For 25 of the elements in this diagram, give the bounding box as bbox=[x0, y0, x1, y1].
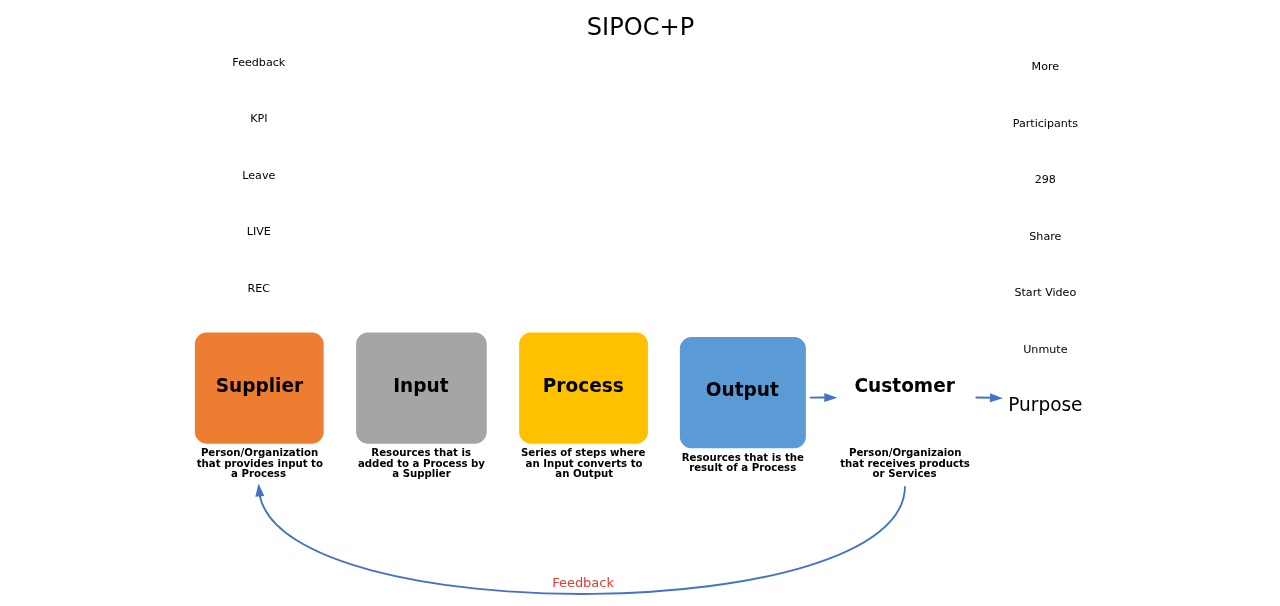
node-label: Person/Organization that provides input to a Process bbox=[196, 447, 323, 479]
label: KPI bbox=[249, 112, 267, 126]
node-label: Resources that is the result of a Process bbox=[681, 452, 804, 474]
label: Share bbox=[1028, 229, 1061, 243]
label: Feedback bbox=[231, 55, 285, 69]
node-text: Purpose bbox=[1007, 394, 1083, 416]
label: 298 bbox=[1034, 173, 1056, 187]
arrow bbox=[254, 483, 906, 595]
node-box: Output bbox=[679, 337, 806, 449]
node-box: Process bbox=[518, 332, 648, 444]
node-label: Resources that is added to a Process by a Supplier bbox=[357, 447, 485, 479]
label: Start Video bbox=[1013, 286, 1076, 300]
diagram-title: SIPOC+P bbox=[586, 12, 694, 41]
label: Unmute bbox=[1022, 342, 1067, 356]
edge-label: Feedback bbox=[551, 575, 614, 591]
node-label: Person/Organizaion that receives products or Services bbox=[839, 447, 970, 479]
node-text: Customer bbox=[854, 374, 955, 396]
label: Participants bbox=[1012, 116, 1078, 130]
label: Leave bbox=[241, 168, 275, 182]
node-label: Series of steps where an Input converts to an Output bbox=[520, 447, 645, 479]
label: REC bbox=[247, 281, 270, 295]
node-box: Supplier bbox=[194, 332, 324, 444]
node-box: Input bbox=[355, 332, 487, 444]
label: More bbox=[1031, 60, 1059, 74]
label: LIVE bbox=[246, 225, 271, 239]
